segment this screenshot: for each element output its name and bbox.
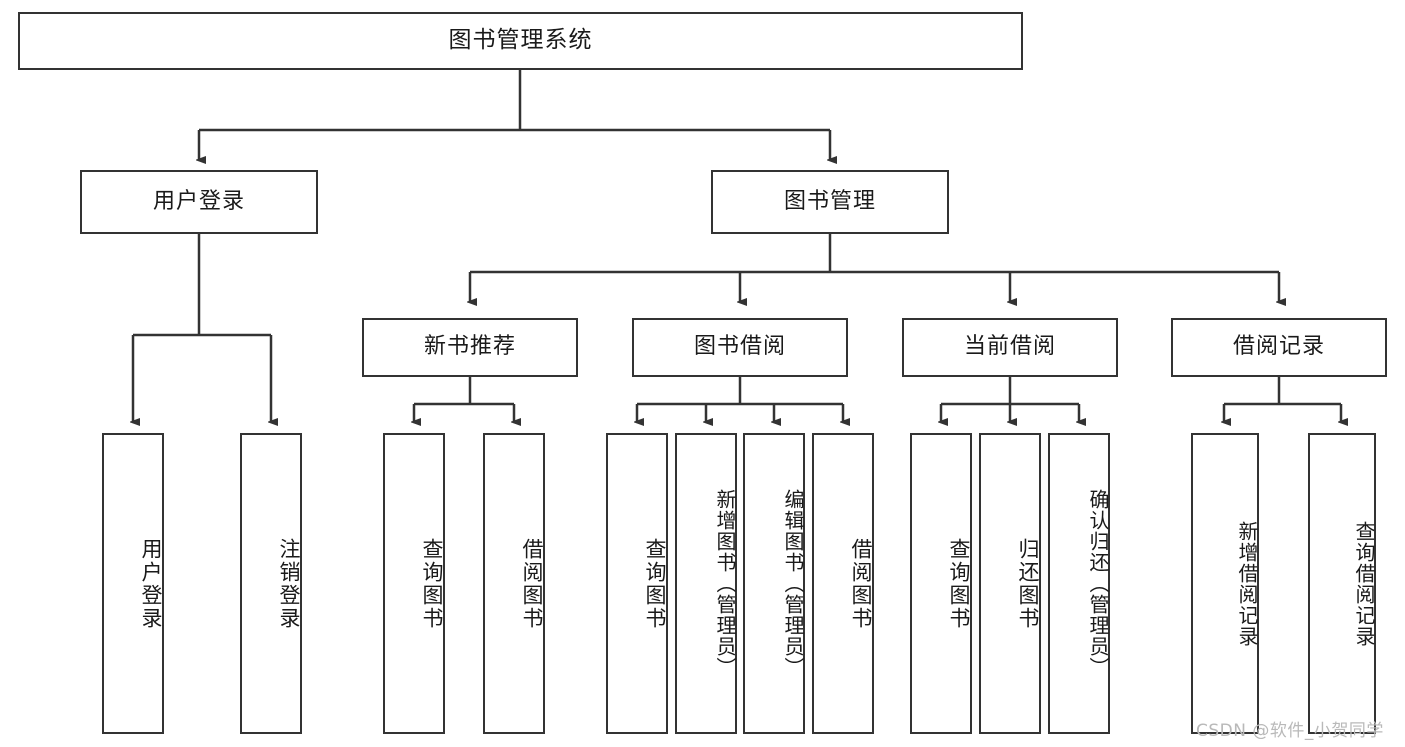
node-user-login[interactable]: 用户登录	[80, 170, 318, 234]
leaf-query-book-recommend[interactable]: 查询图书	[383, 433, 445, 734]
leaf-query-book-current[interactable]: 查询图书	[910, 433, 972, 734]
leaf-edit-book[interactable]: 编辑图书（管理员）	[743, 433, 805, 734]
node-label: 新书推荐	[423, 334, 516, 360]
node-label: 借阅记录	[1232, 334, 1325, 360]
node-book-manage[interactable]: 图书管理	[711, 170, 949, 234]
node-label: 图书管理系统	[448, 27, 593, 54]
node-label: 查询借阅记录	[1352, 520, 1376, 647]
leaf-logout-login[interactable]: 注销登录	[240, 433, 302, 734]
leaf-add-book[interactable]: 新增图书（管理员）	[675, 433, 737, 734]
node-label: 借阅图书	[520, 537, 544, 630]
node-label: 图书借阅	[693, 334, 786, 360]
node-label: 确认归还（管理员）	[1086, 489, 1110, 678]
node-label: 注销登录	[277, 537, 301, 630]
leaf-query-book-borrow[interactable]: 查询图书	[606, 433, 668, 734]
node-label: 用户登录	[152, 188, 245, 214]
node-label: 图书管理	[783, 188, 876, 214]
leaf-borrow-book-recommend[interactable]: 借阅图书	[483, 433, 545, 734]
leaf-return-book[interactable]: 归还图书	[979, 433, 1041, 734]
node-label: 查询图书	[947, 537, 971, 630]
node-label: 归还图书	[1016, 537, 1040, 630]
node-label: 当前借阅	[963, 334, 1056, 360]
leaf-confirm-return[interactable]: 确认归还（管理员）	[1048, 433, 1110, 734]
leaf-borrow-book[interactable]: 借阅图书	[812, 433, 874, 734]
node-label: 用户登录	[139, 537, 163, 630]
node-label: 借阅图书	[849, 537, 873, 630]
node-borrow-record[interactable]: 借阅记录	[1171, 318, 1387, 377]
node-label: 新增借阅记录	[1235, 520, 1259, 647]
leaf-user-login[interactable]: 用户登录	[102, 433, 164, 734]
node-label: 查询图书	[420, 537, 444, 630]
node-label: 查询图书	[643, 537, 667, 630]
node-label: 编辑图书（管理员）	[781, 489, 805, 678]
leaf-add-borrow-record[interactable]: 新增借阅记录	[1191, 433, 1259, 734]
node-root-system[interactable]: 图书管理系统	[18, 12, 1023, 70]
leaf-query-borrow-record[interactable]: 查询借阅记录	[1308, 433, 1376, 734]
node-new-book-recommend[interactable]: 新书推荐	[362, 318, 578, 377]
node-current-borrow[interactable]: 当前借阅	[902, 318, 1118, 377]
csdn-watermark: CSDN @软件_小贺同学	[1196, 721, 1384, 741]
node-label: 新增图书（管理员）	[713, 489, 737, 678]
node-book-borrow[interactable]: 图书借阅	[632, 318, 848, 377]
